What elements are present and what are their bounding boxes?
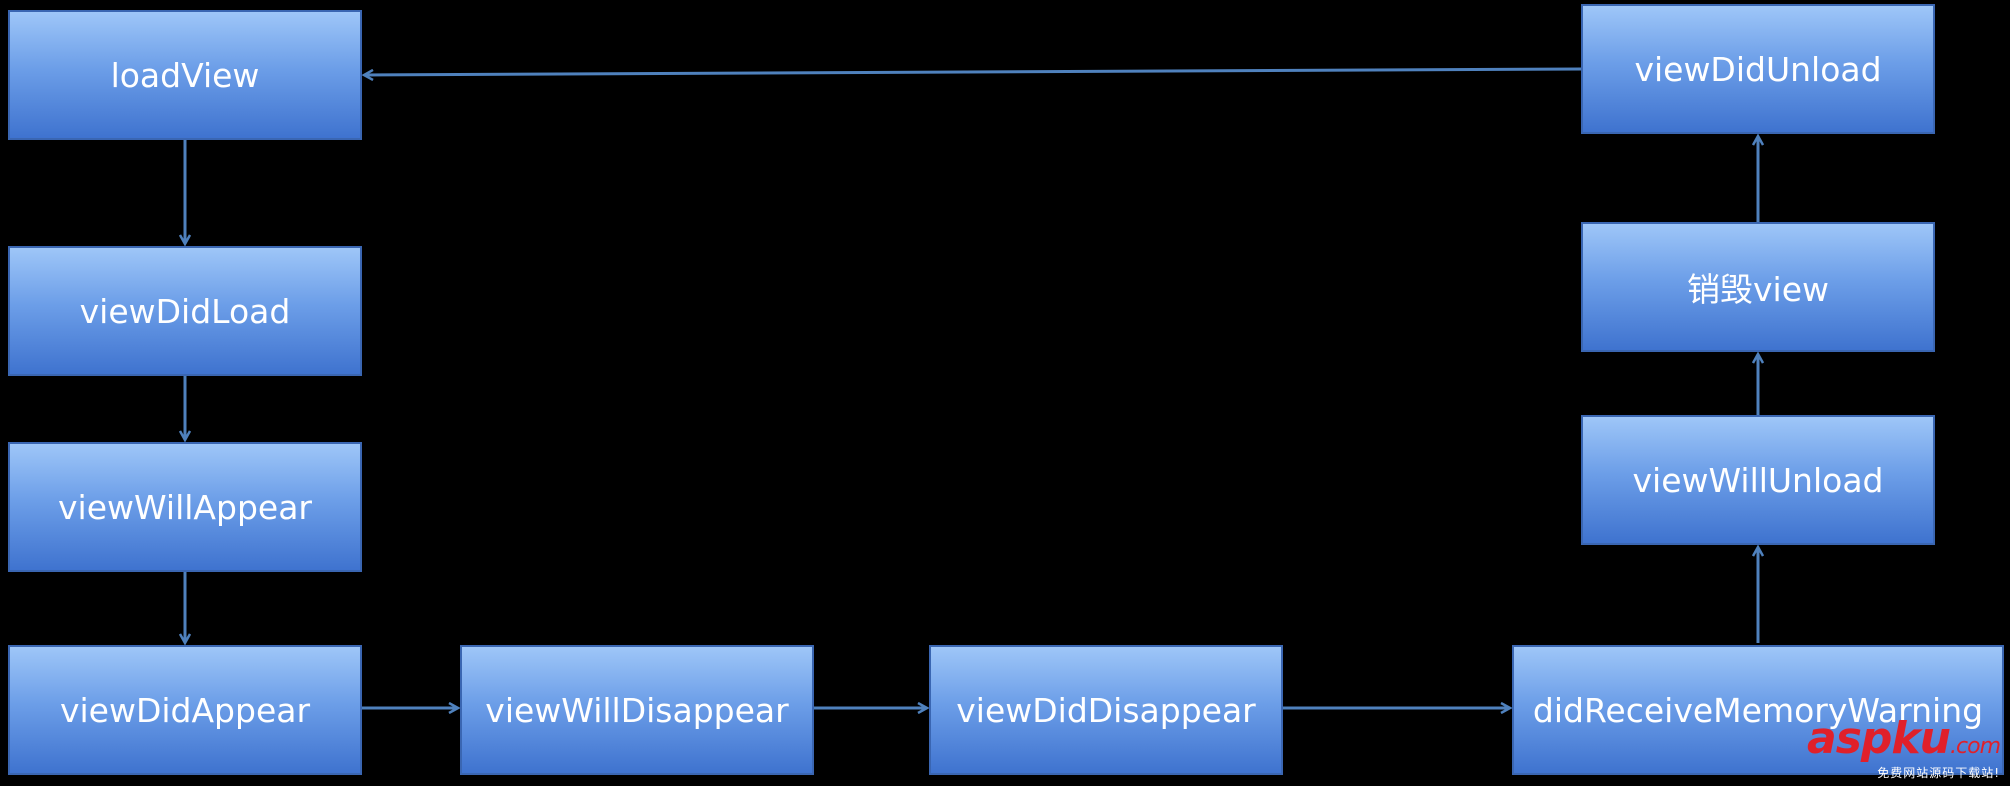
node-viewdiddisappear-label: viewDidDisappear <box>956 690 1256 730</box>
watermark-logo-main: aspku <box>1807 713 1951 764</box>
node-destroyview-label: 销毁view <box>1687 270 1829 309</box>
node-loadview: loadView <box>8 10 362 140</box>
node-viewdidload: viewDidLoad <box>8 246 362 376</box>
node-viewwilldisappear-label: viewWillDisappear <box>485 690 789 730</box>
node-didreceivememorywarning: didReceiveMemoryWarning <box>1512 645 2004 775</box>
node-viewdidload-label: viewDidLoad <box>79 291 291 331</box>
node-viewdidunload-label: viewDidUnload <box>1634 49 1882 89</box>
node-viewwillappear: viewWillAppear <box>8 442 362 572</box>
arrow-viewdidunload-to-loadview <box>364 67 1583 75</box>
node-destroyview: 销毁view <box>1581 222 1935 352</box>
watermark-logo-suffix: .com <box>1950 734 2001 759</box>
node-viewdidappear-label: viewDidAppear <box>59 690 311 730</box>
node-loadview-label: loadView <box>110 55 260 95</box>
watermark-tagline: 免费网站源码下载站! <box>1877 766 2000 780</box>
node-viewdiddisappear: viewDidDisappear <box>929 645 1283 775</box>
node-viewdidappear: viewDidAppear <box>8 645 362 775</box>
node-viewwillunload: viewWillUnload <box>1581 415 1935 545</box>
watermark-logo: aspku.com <box>1807 717 2001 769</box>
node-didreceivememorywarning-label: didReceiveMemoryWarning <box>1532 690 1984 730</box>
node-viewwillappear-label: viewWillAppear <box>58 487 312 527</box>
watermark: aspku.com 免费网站源码下载站! <box>1807 717 2001 780</box>
node-viewwilldisappear: viewWillDisappear <box>460 645 814 775</box>
node-viewwillunload-label: viewWillUnload <box>1632 460 1884 500</box>
node-viewdidunload: viewDidUnload <box>1581 4 1935 134</box>
